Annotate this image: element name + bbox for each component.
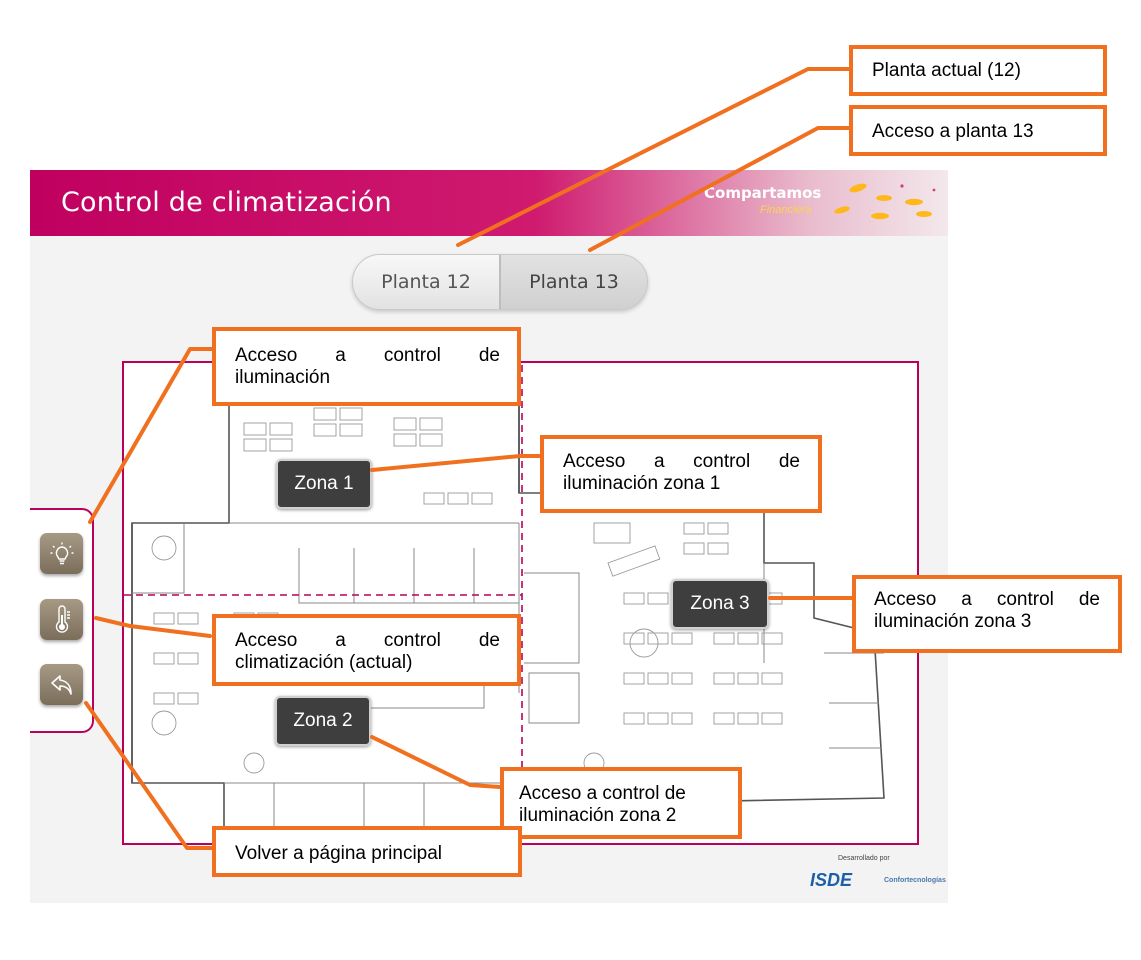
sidebar [30,508,94,733]
confort-logo: Confortecnologías [884,877,946,884]
brand-logo-subtext: Financiera [760,204,812,216]
header-bar: Control de climatización Compartamos Fin… [30,170,948,236]
back-to-home-button[interactable] [40,664,83,705]
back-arrow-icon [50,674,72,695]
tab-planta-13[interactable]: Planta 13 [499,255,647,309]
climate-control-button[interactable] [40,599,83,640]
callout-planta-actual: Planta actual (12) [849,45,1107,96]
page-title: Control de climatización [61,187,392,218]
zone-1-button[interactable]: Zona 1 [276,459,372,509]
callout-acceso-zona-3: Acceso a control de iluminación zona 3 [852,575,1122,653]
thermometer-icon [55,604,70,633]
plant-switch: Planta 12 Planta 13 [352,254,648,310]
callout-volver: Volver a página principal [212,826,522,877]
callout-acceso-climatizacion: Acceso a control de climatización (actua… [212,614,521,686]
app-window: Control de climatización Compartamos Fin… [30,170,948,903]
tab-planta-12[interactable]: Planta 12 [353,255,499,309]
developed-by-label: Desarrollado por [838,855,890,862]
callout-acceso-iluminacion: Acceso a control de iluminación [212,327,521,406]
fish-logo-icon [834,183,936,220]
lightbulb-icon [50,542,73,564]
callout-acceso-zona-2: Acceso a control de iluminación zona 2 [500,767,742,839]
callout-acceso-planta-13: Acceso a planta 13 [849,105,1107,156]
lighting-control-button[interactable] [40,533,83,574]
isde-logo: ISDE [810,870,853,890]
callout-acceso-zona-1: Acceso a control de iluminación zona 1 [540,435,822,513]
zone-2-button[interactable]: Zona 2 [275,696,371,746]
brand-logo-text: Compartamos [704,184,822,202]
zone-3-button[interactable]: Zona 3 [671,579,769,629]
